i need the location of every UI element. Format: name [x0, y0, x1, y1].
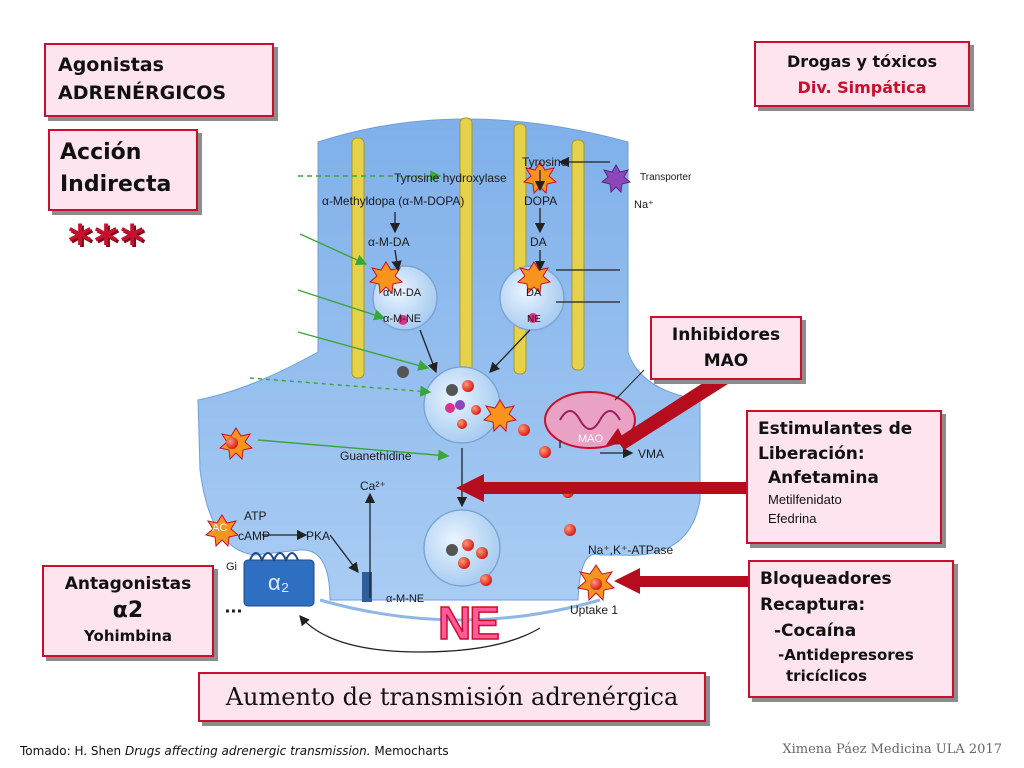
drogas-line2: Div. Simpática — [797, 78, 927, 97]
footer-suffix: Memocharts — [370, 744, 449, 758]
bloqueadores-cocaina: -Cocaína — [774, 621, 857, 641]
svg-text:Guanethidine: Guanethidine — [340, 449, 412, 463]
svg-text:Ca²⁺: Ca²⁺ — [360, 479, 386, 493]
antagonistas-line1: Antagonistas — [64, 574, 192, 594]
inhibidores-line1: Inhibidores — [671, 325, 781, 345]
antagonistas-box: Antagonistas α2 Yohimbina — [42, 565, 214, 657]
svg-text:PKA: PKA — [306, 529, 330, 543]
inhibidores-line2: MAO — [703, 351, 749, 371]
svg-text:Na⁺: Na⁺ — [634, 199, 654, 211]
svg-text:ATP: ATP — [244, 509, 266, 523]
bloqueadores-line1: Bloqueadores — [760, 569, 892, 589]
estimulantes-box: Estimulantes de Liberación: Anfetamina M… — [746, 410, 942, 544]
agonistas-line1: Agonistas — [58, 54, 164, 76]
svg-text:cAMP: cAMP — [238, 529, 270, 543]
transporter-burst — [600, 163, 632, 194]
inhibidores-mao-box: Inhibidores MAO — [650, 316, 802, 380]
svg-text:Transporter: Transporter — [640, 172, 692, 183]
antagonistas-yohimbina: Yohimbina — [84, 627, 172, 645]
svg-text:α-M-NE: α-M-NE — [386, 593, 424, 605]
accion-indirecta-box: Acción Indirecta — [48, 129, 198, 211]
svg-text:Uptake 1: Uptake 1 — [570, 603, 618, 617]
svg-text:Na⁺,K⁺-ATPase: Na⁺,K⁺-ATPase — [588, 543, 673, 557]
aumento-transmision-box: Aumento de transmisión adrenérgica — [198, 672, 706, 722]
estimulantes-anfetamina: Anfetamina — [768, 468, 879, 488]
footer-prefix: Tomado: H. Shen — [20, 744, 125, 758]
synaptic-cleft — [319, 598, 601, 622]
svg-text:MAO: MAO — [578, 433, 604, 445]
ne-label: NE — [437, 596, 500, 650]
drogas-box: Drogas y tóxicos Div. Simpática — [754, 41, 970, 107]
svg-text:Gi: Gi — [226, 561, 237, 573]
red-arrows — [456, 372, 752, 594]
svg-text:VMA: VMA — [638, 447, 664, 461]
estimulantes-metilfenidato: Metilfenidato — [768, 492, 842, 507]
alpha2-receptor — [243, 559, 315, 607]
estimulantes-efedrina: Efedrina — [768, 511, 817, 526]
svg-text:DA: DA — [526, 287, 542, 299]
diagram-labels: Tyrosine Tyrosine hydroxylase Transporte… — [212, 155, 692, 617]
footer-title: Drugs affecting adrenergic transmission. — [124, 744, 371, 758]
author-credit: Ximena Páez Medicina ULA 2017 — [782, 742, 1002, 757]
estimulantes-line2: Liberación: — [758, 444, 865, 464]
green-arrows — [249, 170, 450, 461]
svg-text:Tyrosine: Tyrosine — [522, 155, 568, 169]
molecules — [226, 313, 602, 590]
antagonistas-alpha2: α2 — [112, 598, 144, 623]
svg-text:α-M-NE: α-M-NE — [383, 313, 421, 325]
svg-text:α-M-DA: α-M-DA — [383, 287, 422, 299]
svg-text:AC: AC — [212, 522, 227, 534]
bloqueadores-box: Bloqueadores Recaptura: -Cocaína -Antide… — [748, 560, 954, 698]
drogas-line1: Drogas y tóxicos — [787, 52, 937, 71]
footer-citation: Tomado: H. Shen Drugs affecting adrenerg… — [20, 744, 449, 758]
svg-text:Tyrosine hydroxylase: Tyrosine hydroxylase — [394, 171, 507, 185]
mitochondrion — [544, 391, 636, 449]
agonistas-line2: ADRENÉRGICOS — [58, 82, 227, 104]
svg-text:DOPA: DOPA — [524, 194, 557, 208]
bloqueadores-line2: Recaptura: — [760, 595, 866, 615]
svg-text:α₂: α₂ — [268, 570, 289, 595]
pathway-arrows — [262, 156, 634, 653]
svg-text:α-Methyldopa (α-M-DOPA): α-Methyldopa (α-M-DOPA) — [322, 194, 464, 208]
stars-mark: *** — [68, 215, 147, 269]
agonistas-box: Agonistas ADRENÉRGICOS — [44, 43, 274, 117]
estimulantes-line1: Estimulantes de — [758, 419, 913, 439]
bloqueadores-triciclicos: tricíclicos — [786, 667, 868, 685]
bloqueadores-antidepresores: -Antidepresores — [778, 646, 914, 664]
svg-text:α-M-DA: α-M-DA — [368, 235, 410, 249]
svg-text:NE: NE — [527, 314, 541, 325]
aumento-text: Aumento de transmisión adrenérgica — [225, 683, 679, 711]
accion-line2: Indirecta — [60, 172, 172, 197]
accion-line1: Acción — [60, 140, 142, 165]
svg-text:DA: DA — [530, 235, 547, 249]
